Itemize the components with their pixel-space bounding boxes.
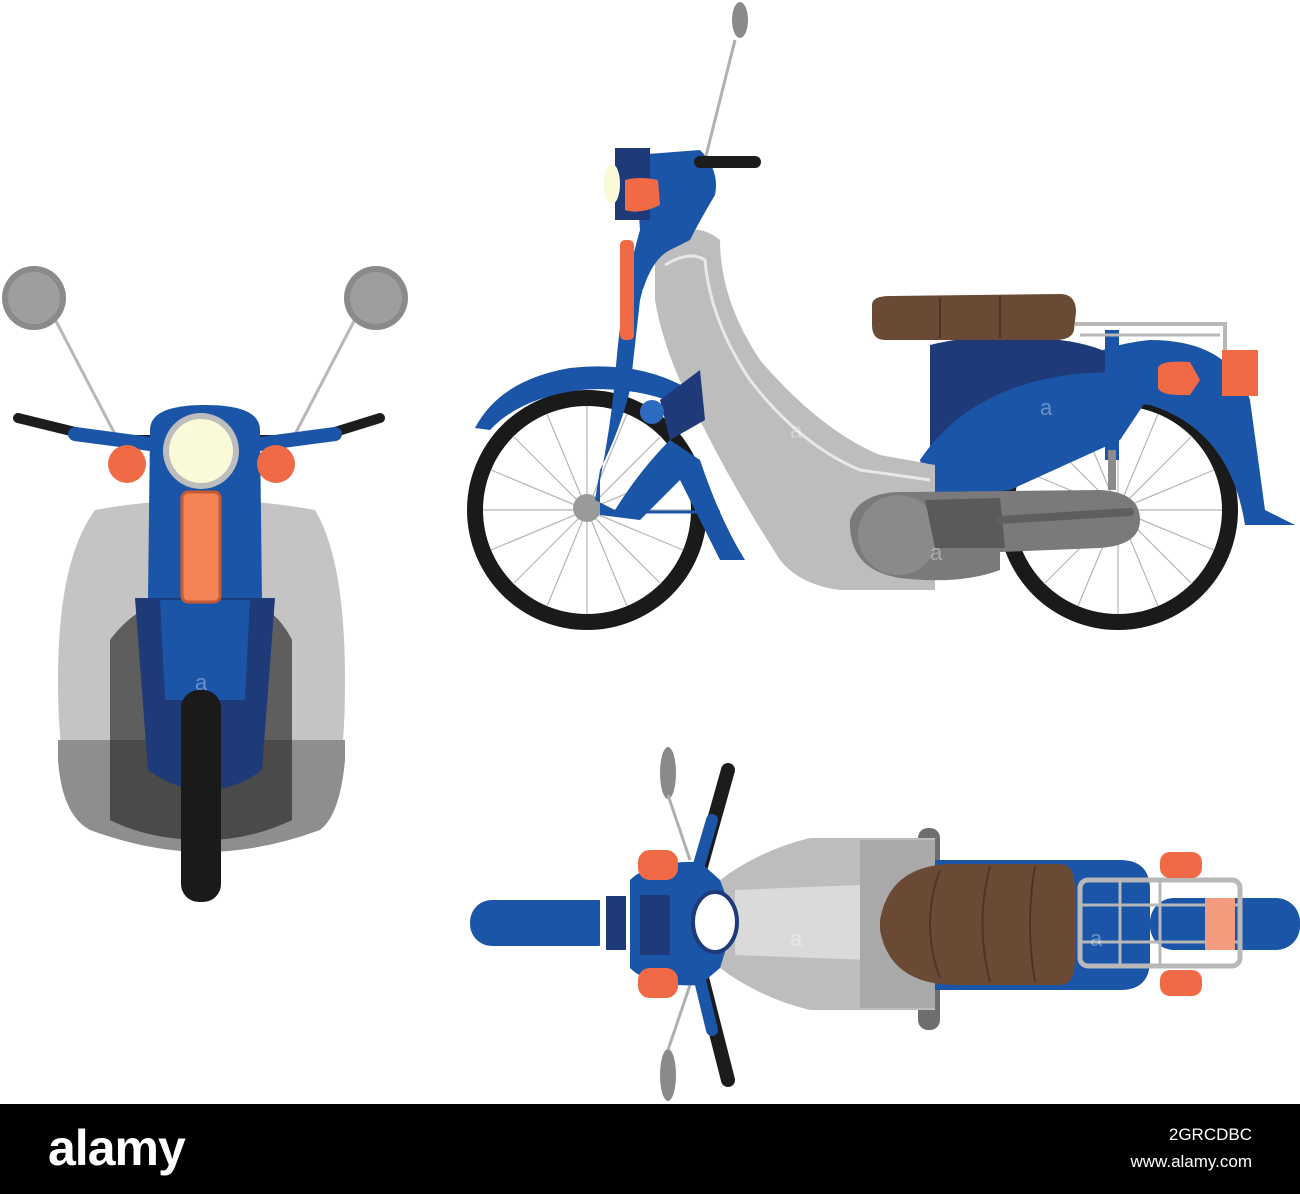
svg-text:a: a [640, 280, 653, 305]
side-front-fork [595, 150, 745, 560]
top-view [470, 747, 1300, 1101]
front-indicator-right [257, 445, 295, 483]
svg-text:a: a [195, 670, 208, 695]
footer-bar: alamy 2GRCDBC www.alamy.com [0, 1104, 1300, 1194]
svg-text:a: a [790, 418, 803, 443]
svg-text:a: a [1090, 926, 1103, 951]
alamy-logo[interactable]: alamy [48, 1120, 186, 1176]
svg-text:a: a [1040, 395, 1053, 420]
front-mirror-left [2, 266, 120, 441]
watermark: a a a a a a a a [180, 280, 1103, 951]
top-headlight [691, 890, 739, 954]
front-indicator-left [108, 445, 146, 483]
front-wheel [181, 690, 221, 902]
top-front-fender [470, 900, 620, 946]
top-seat [880, 863, 1075, 986]
svg-text:a: a [180, 418, 193, 443]
side-front-fender [475, 366, 690, 430]
side-seat [872, 294, 1076, 340]
side-body-panel [655, 229, 935, 591]
illustration-stage: a a a a a a a a [2, 2, 1300, 1101]
site-url[interactable]: www.alamy.com [1130, 1152, 1252, 1171]
scooter-illustration: a a a a a a a a [2, 2, 1300, 1101]
svg-text:a: a [790, 926, 803, 951]
front-view [2, 266, 408, 902]
svg-text:a: a [930, 540, 943, 565]
side-view [467, 2, 1295, 630]
front-mirror-right [290, 266, 408, 441]
image-id: 2GRCDBC [1168, 1125, 1252, 1144]
side-front-wheel [467, 390, 707, 630]
